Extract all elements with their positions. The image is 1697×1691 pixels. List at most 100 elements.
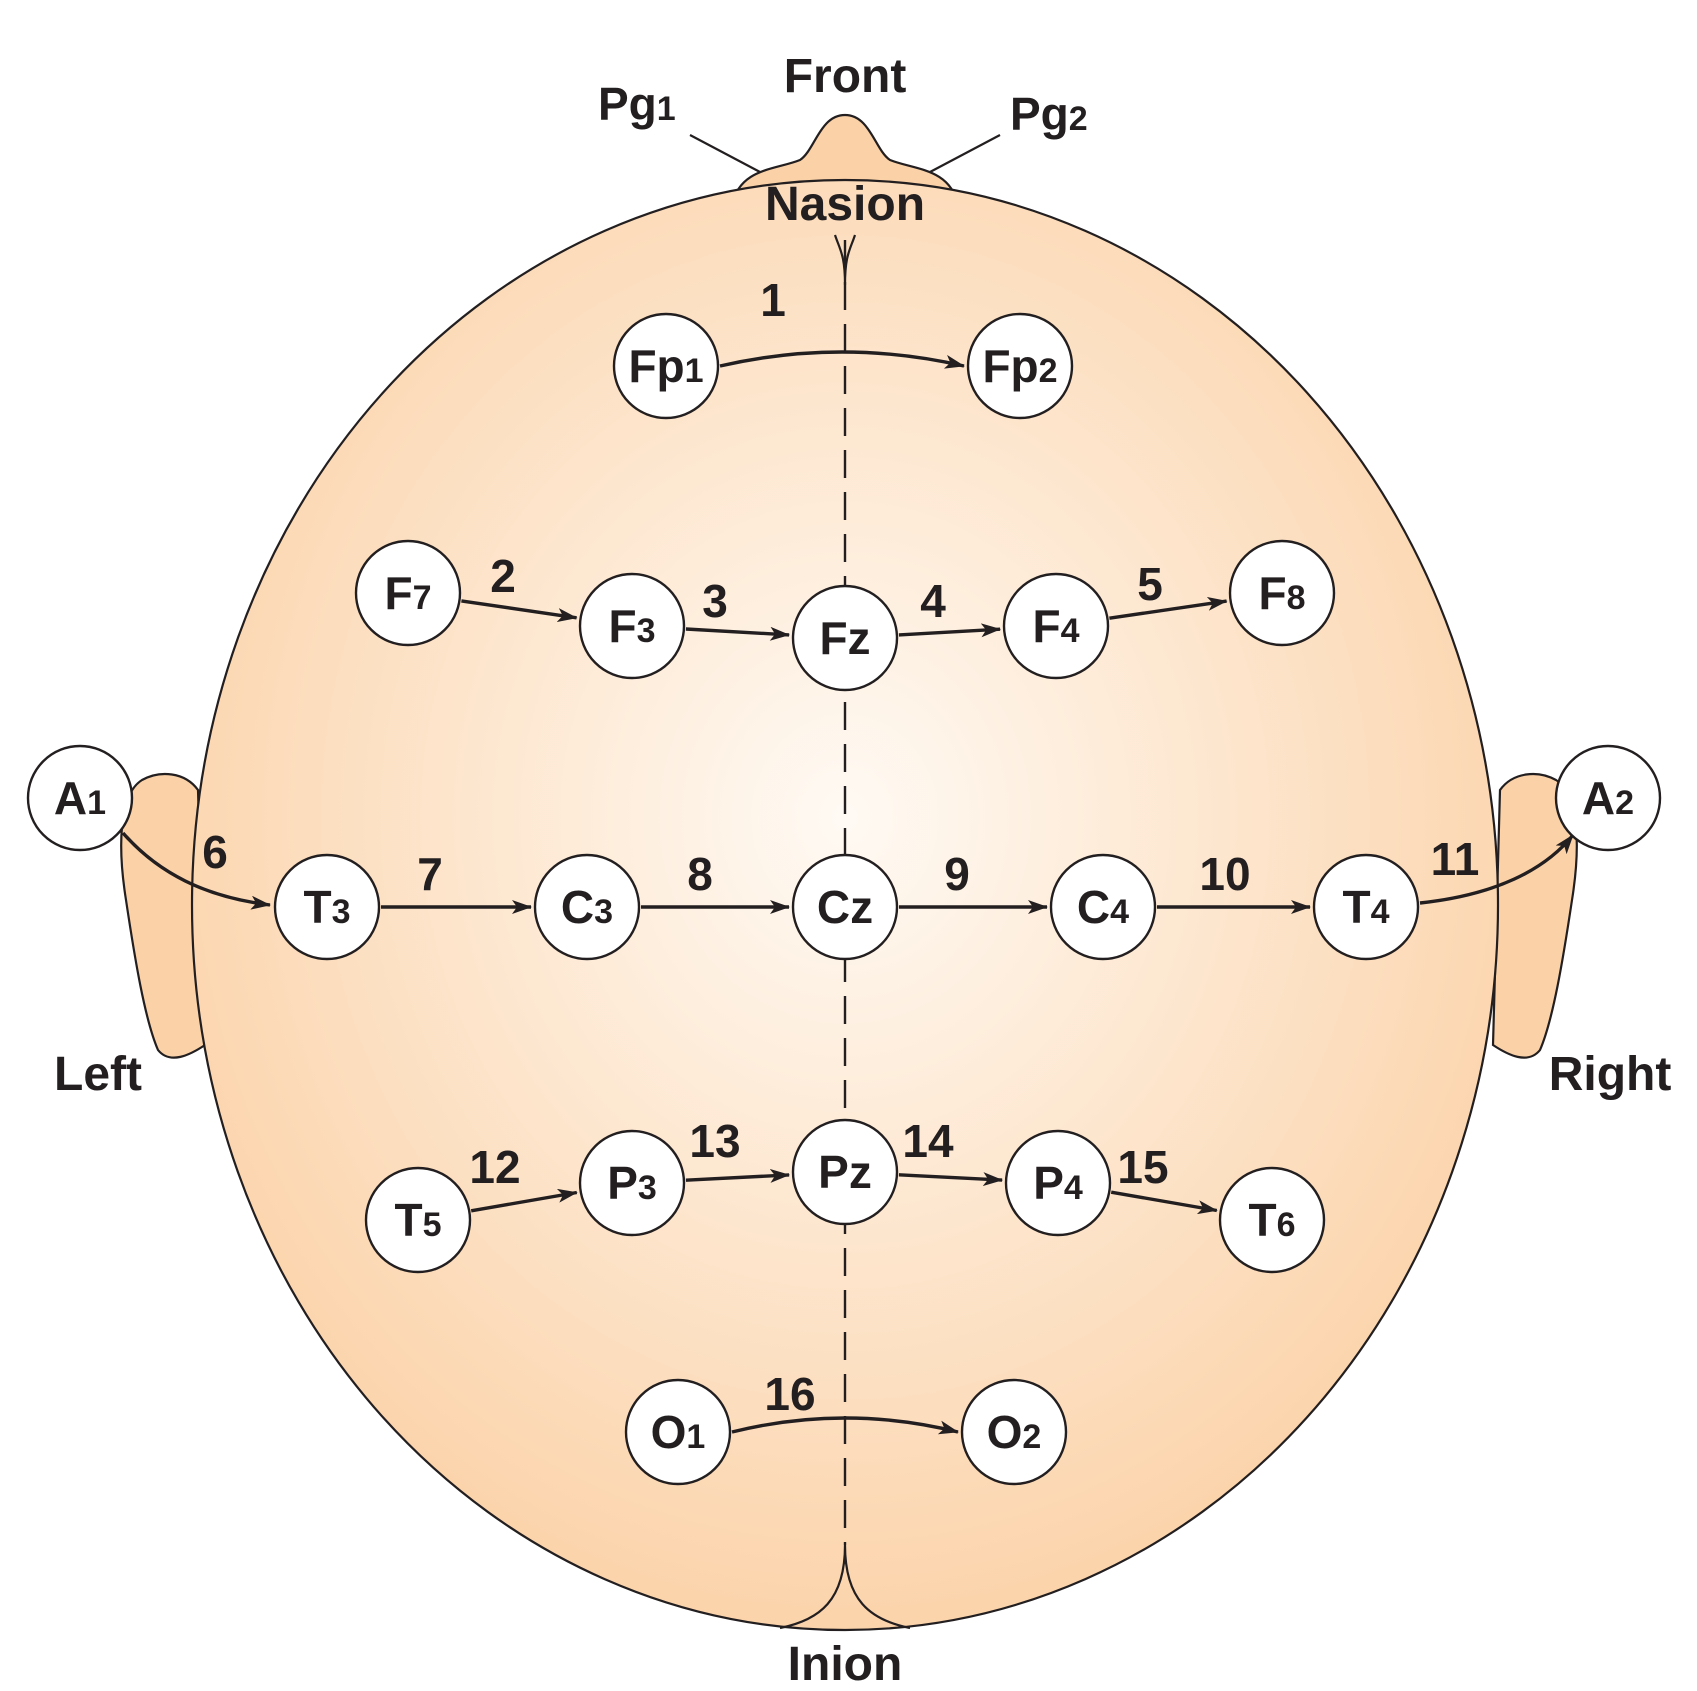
electrode-t4: T4 bbox=[1312, 853, 1420, 961]
electrode-p3-circle bbox=[578, 1129, 686, 1237]
electrode-p3: P3 bbox=[578, 1129, 686, 1237]
electrode-f3: F3 bbox=[578, 572, 686, 680]
connection-label-15: 15 bbox=[1117, 1141, 1168, 1193]
electrode-f4-circle bbox=[1002, 572, 1110, 680]
connection-label-9: 9 bbox=[944, 848, 970, 900]
electrode-pz-label: Pz bbox=[818, 1146, 872, 1198]
connection-label-16: 16 bbox=[764, 1368, 815, 1420]
electrode-f4: F4 bbox=[1002, 572, 1110, 680]
electrode-f8: F8 bbox=[1228, 539, 1336, 647]
electrode-t3: T3 bbox=[273, 853, 381, 961]
connection-label-1: 1 bbox=[760, 274, 786, 326]
connection-arrow-1 bbox=[719, 350, 965, 369]
pg2-label: Pg2 bbox=[1010, 88, 1088, 140]
connection-label-11: 11 bbox=[1431, 833, 1480, 885]
pg2-leader-line bbox=[929, 134, 1001, 173]
connection-label-4: 4 bbox=[920, 575, 946, 627]
electrode-o2: O2 bbox=[960, 1378, 1068, 1486]
right-label: Right bbox=[1549, 1048, 1672, 1101]
connection-label-2: 2 bbox=[490, 550, 516, 602]
electrode-p3-label: P3 bbox=[607, 1157, 657, 1209]
connection-label-12: 12 bbox=[469, 1141, 520, 1193]
electrode-t5: T5 bbox=[364, 1166, 472, 1274]
electrode-t5-label: T5 bbox=[394, 1194, 441, 1246]
electrode-pz: Pz bbox=[791, 1118, 899, 1226]
connection-arrow-15 bbox=[1110, 1190, 1218, 1215]
connection-arrow-5 bbox=[1109, 596, 1228, 620]
electrode-t6: T6 bbox=[1218, 1166, 1326, 1274]
pg1-sub: 1 bbox=[657, 90, 676, 128]
electrode-t6-circle bbox=[1218, 1166, 1326, 1274]
electrode-t4-label: T4 bbox=[1342, 881, 1389, 933]
connection-arrow-3 bbox=[685, 626, 791, 641]
electrode-f7-circle bbox=[354, 539, 462, 647]
electrode-p4: P4 bbox=[1004, 1129, 1112, 1237]
electrode-fz-circle bbox=[791, 584, 899, 692]
electrode-a2: A2 bbox=[1554, 744, 1662, 852]
electrode-t4-circle bbox=[1312, 853, 1420, 961]
left-label: Left bbox=[54, 1048, 142, 1101]
electrode-p4-label: P4 bbox=[1033, 1157, 1083, 1209]
electrode-pz-circle bbox=[791, 1118, 899, 1226]
electrode-o1-circle bbox=[624, 1378, 732, 1486]
electrode-cz-circle bbox=[791, 853, 899, 961]
electrode-c4-circle bbox=[1049, 853, 1157, 961]
electrode-o1-label: O1 bbox=[651, 1406, 706, 1458]
electrode-t6-label: T6 bbox=[1248, 1194, 1295, 1246]
electrode-t3-circle bbox=[273, 853, 381, 961]
inion-label: Inion bbox=[788, 1638, 903, 1691]
connection-arrow-12 bbox=[470, 1188, 578, 1213]
connection-arrow-2 bbox=[461, 599, 578, 622]
electrode-fp1-label: Fp1 bbox=[628, 340, 703, 392]
connection-label-6: 6 bbox=[202, 826, 228, 878]
electrode-fz-label: Fz bbox=[819, 612, 870, 664]
electrode-a2-circle bbox=[1554, 744, 1662, 852]
electrode-cz-label: Cz bbox=[817, 881, 873, 933]
electrode-f3-circle bbox=[578, 572, 686, 680]
pg2-sub: 2 bbox=[1069, 100, 1088, 138]
electrode-t5-circle bbox=[364, 1166, 472, 1274]
electrode-fp2: Fp2 bbox=[966, 312, 1074, 420]
inion-notch bbox=[779, 1544, 911, 1630]
connection-arrow-13 bbox=[685, 1168, 791, 1183]
connection-label-8: 8 bbox=[687, 848, 713, 900]
electrode-c4-label: C4 bbox=[1077, 881, 1129, 933]
electrode-a1-label: A1 bbox=[54, 772, 106, 824]
front-label: Front bbox=[784, 50, 907, 103]
electrode-cz: Cz bbox=[791, 853, 899, 961]
electrode-a1-circle bbox=[26, 744, 134, 852]
electrode-o2-circle bbox=[960, 1378, 1068, 1486]
pg1-label: Pg1 bbox=[598, 78, 676, 130]
connection-label-7: 7 bbox=[417, 848, 443, 900]
electrode-c3-label: C3 bbox=[561, 881, 613, 933]
electrode-c4: C4 bbox=[1049, 853, 1157, 961]
electrode-p4-circle bbox=[1004, 1129, 1112, 1237]
pg2-main: Pg bbox=[1010, 88, 1069, 140]
electrode-fp2-circle bbox=[966, 312, 1074, 420]
electrode-fz: Fz bbox=[791, 584, 899, 692]
connection-label-14: 14 bbox=[902, 1115, 954, 1167]
pg1-leader-line bbox=[689, 134, 761, 173]
connection-label-3: 3 bbox=[702, 575, 728, 627]
electrode-fp1: Fp1 bbox=[612, 312, 720, 420]
electrode-f7: F7 bbox=[354, 539, 462, 647]
electrode-c3: C3 bbox=[533, 853, 641, 961]
electrode-fp1-circle bbox=[612, 312, 720, 420]
electrode-o2-label: O2 bbox=[987, 1406, 1042, 1458]
left-ear bbox=[120, 773, 207, 1059]
pg1-main: Pg bbox=[598, 78, 657, 130]
electrode-f4-label: F4 bbox=[1032, 600, 1079, 652]
electrode-c3-circle bbox=[533, 853, 641, 961]
connection-label-5: 5 bbox=[1137, 558, 1163, 610]
electrode-f3-label: F3 bbox=[608, 600, 655, 652]
connection-label-10: 10 bbox=[1199, 848, 1250, 900]
electrode-a1: A1 bbox=[26, 744, 134, 852]
nasion-label: Nasion bbox=[765, 178, 925, 231]
connection-label-13: 13 bbox=[689, 1115, 740, 1167]
connection-arrow-4 bbox=[898, 623, 1002, 638]
electrode-f8-circle bbox=[1228, 539, 1336, 647]
electrode-a2-label: A2 bbox=[1582, 772, 1634, 824]
